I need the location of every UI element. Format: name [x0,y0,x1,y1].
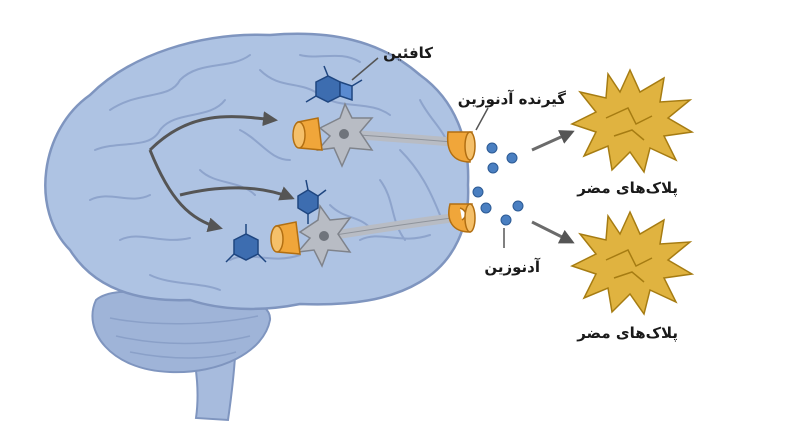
label-adenosine-receptor: گیرنده آدنوزین [458,90,566,108]
caffeine-molecule-bottom [225,224,267,263]
caffeine-molecule-middle [297,179,327,224]
plaque-arrows [531,130,575,244]
receptor-top-left [292,117,323,151]
harmful-plaque-top [570,68,695,174]
label-harmful-plaques-top: پلاک‌های مضر [576,179,678,198]
leader-lines [351,57,505,248]
signal-arrows [148,111,295,233]
receptor-bottom-left [270,221,301,255]
label-adenosine: آدنوزین [484,258,541,276]
harmful-plaque-bottom [570,210,695,316]
caffeine-molecule-top [305,65,363,103]
receptor-top-right [446,131,476,163]
adenosine-molecules [472,142,524,226]
label-harmful-plaques-bottom: پلاک‌های مضر [576,324,678,343]
receptor-bottom-right [448,203,476,233]
brain-folds [89,54,451,291]
brain-cerebrum [44,32,470,311]
label-caffeine: کافئین [383,44,433,62]
